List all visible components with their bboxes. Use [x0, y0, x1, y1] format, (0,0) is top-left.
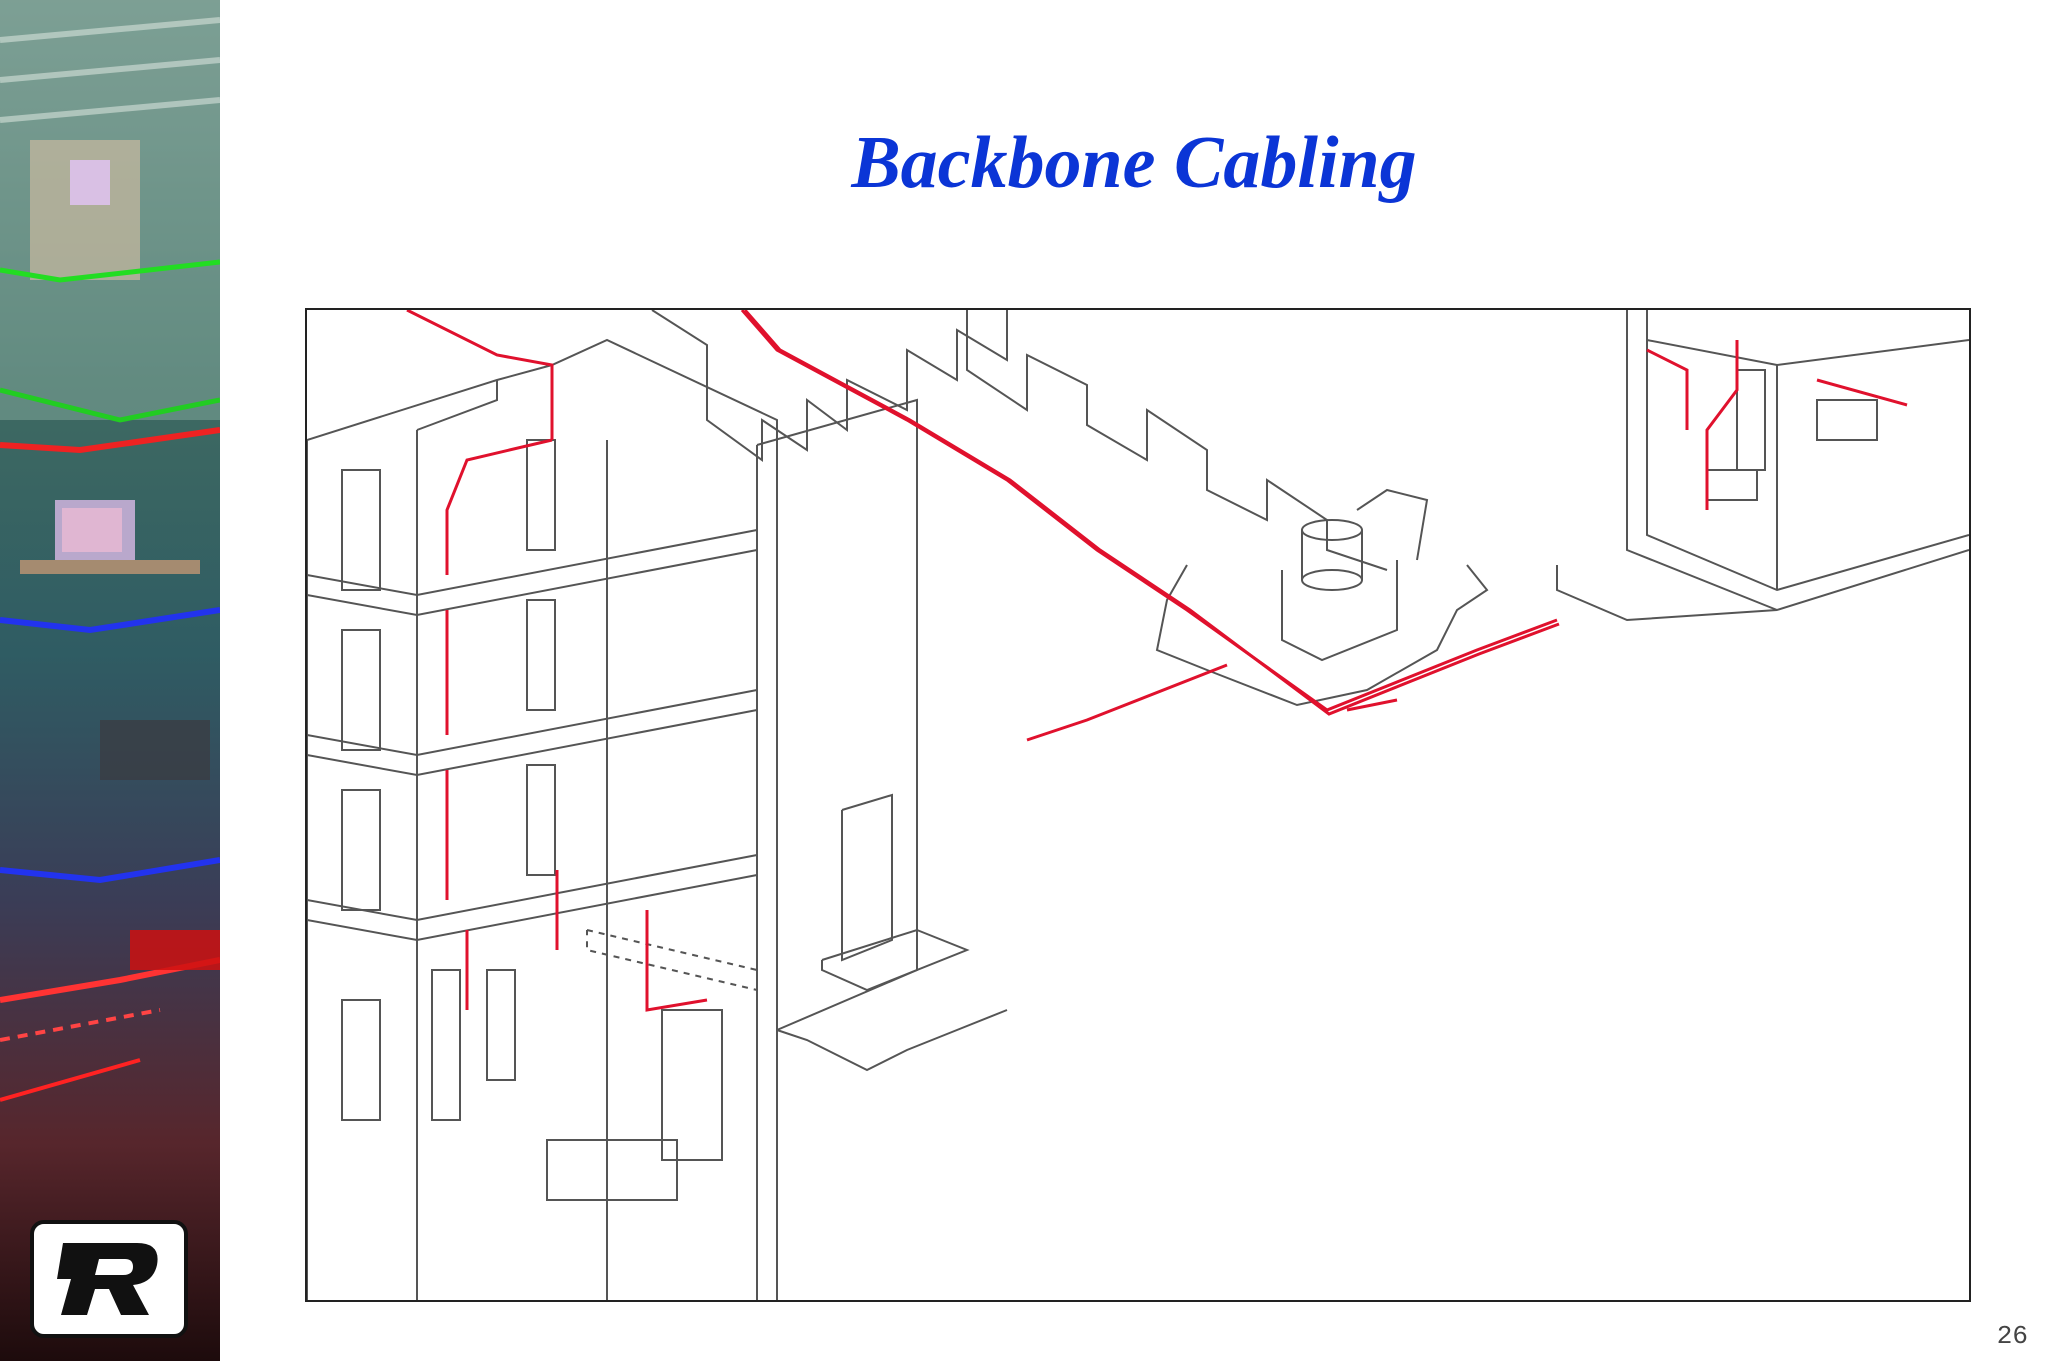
exterior-door	[841, 793, 893, 962]
cabling-line-art	[307, 310, 1969, 1300]
decorative-sidebar	[0, 0, 220, 1361]
door-4	[341, 999, 381, 1121]
r-logo-glyph	[57, 1243, 158, 1315]
sidebar-artwork	[0, 0, 220, 1102]
equipment-racks	[431, 369, 1878, 1201]
page-number: 26	[1996, 1321, 2028, 1351]
door-3	[341, 789, 381, 911]
r-logo-icon	[30, 1220, 188, 1338]
slide-title: Backbone Cabling	[851, 122, 1417, 204]
ground-break	[776, 1009, 1008, 1072]
building-outline	[307, 338, 778, 1300]
outdoor-stepped-wall	[651, 310, 1008, 462]
door-1	[341, 469, 381, 591]
door-2	[341, 629, 381, 751]
manhole-pit	[1155, 564, 1489, 707]
outdoor-backbone	[740, 310, 1558, 712]
cable-tray	[586, 929, 758, 992]
adjacent-building	[1626, 310, 1969, 612]
backbone-cables	[406, 310, 1908, 1012]
manhole-cover	[1301, 519, 1363, 541]
backbone-cabling-illustration	[305, 308, 1971, 1302]
